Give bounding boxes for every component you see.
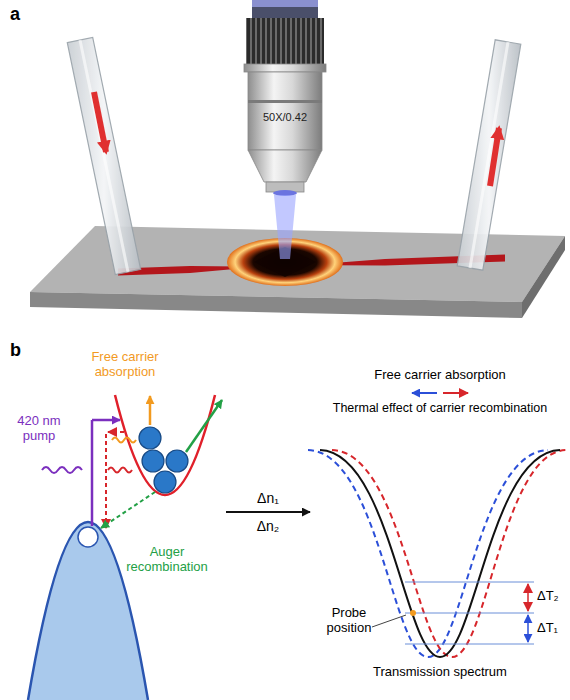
electron (154, 471, 176, 493)
auger-excitation-arrow (186, 400, 222, 452)
blue-shift-arrow (412, 392, 437, 394)
conduction-band (115, 395, 215, 495)
objective-cap (252, 0, 318, 18)
input-light-arrow (94, 92, 106, 152)
level-line (405, 613, 534, 614)
output-light-arrow (490, 128, 499, 186)
relaxation-arrow (108, 431, 124, 433)
delta-t2-arrow (527, 584, 529, 611)
panel-letter: a (10, 4, 20, 25)
output-fiber (457, 40, 521, 270)
recombination-arrow (105, 434, 107, 528)
electron (166, 450, 188, 472)
objective-glow (252, 0, 318, 7)
delta-t1-arrow (527, 615, 529, 642)
objective-band (248, 100, 322, 103)
objective-body (248, 72, 322, 150)
shift-label: Thermal effect of carrier recombination (333, 401, 547, 415)
probe-point (410, 610, 416, 616)
blue-shifted-spectrum (308, 450, 548, 657)
level-line (405, 582, 534, 583)
pump-photon (42, 467, 82, 473)
valence-band-fill (28, 522, 148, 700)
pump-label: 420 nm pump (14, 414, 64, 444)
probe-label: Probe position (320, 606, 378, 636)
shift-label: Free carrier absorption (374, 368, 506, 383)
objective-ring (244, 64, 326, 72)
slab-side (522, 236, 565, 318)
process-arrow (226, 511, 310, 513)
electron (142, 450, 164, 472)
valence-band (28, 522, 148, 700)
process-label: Auger recombination (120, 545, 214, 575)
process-label: Free carrier absorption (85, 350, 165, 380)
probe-leader (372, 615, 406, 627)
transmission-change-label: ΔT₁ (537, 621, 558, 636)
auger-recombination-arrow (101, 492, 155, 528)
red-shift-arrow (443, 392, 468, 394)
fiber-core (470, 42, 508, 268)
original-spectrum (320, 450, 560, 657)
absorbed-photon (112, 438, 136, 443)
index-change-label: Δn₂ (257, 518, 280, 534)
pump-light-cone (274, 195, 296, 259)
transmission-change-label: ΔT₂ (537, 589, 559, 604)
objective-marking: 50X/0.42 (263, 111, 307, 124)
hole (78, 527, 98, 547)
index-change-label: Δn₁ (257, 490, 279, 506)
objective-taper (248, 150, 322, 182)
emitted-photon (108, 468, 132, 473)
pump-excitation-arrow (92, 419, 120, 422)
axis-caption: Transmission spectrum (373, 665, 507, 680)
free-carrier-arrow (149, 396, 152, 425)
microscope-objective (244, 0, 326, 196)
electron (139, 427, 161, 449)
fiber-core (80, 40, 128, 272)
level-line (405, 644, 534, 645)
panel-letter: b (10, 340, 21, 361)
pump-excitation-line (91, 420, 94, 526)
objective-knurl (246, 18, 324, 64)
slab-front (30, 292, 522, 318)
electrons (139, 427, 188, 493)
input-fiber (67, 37, 140, 274)
